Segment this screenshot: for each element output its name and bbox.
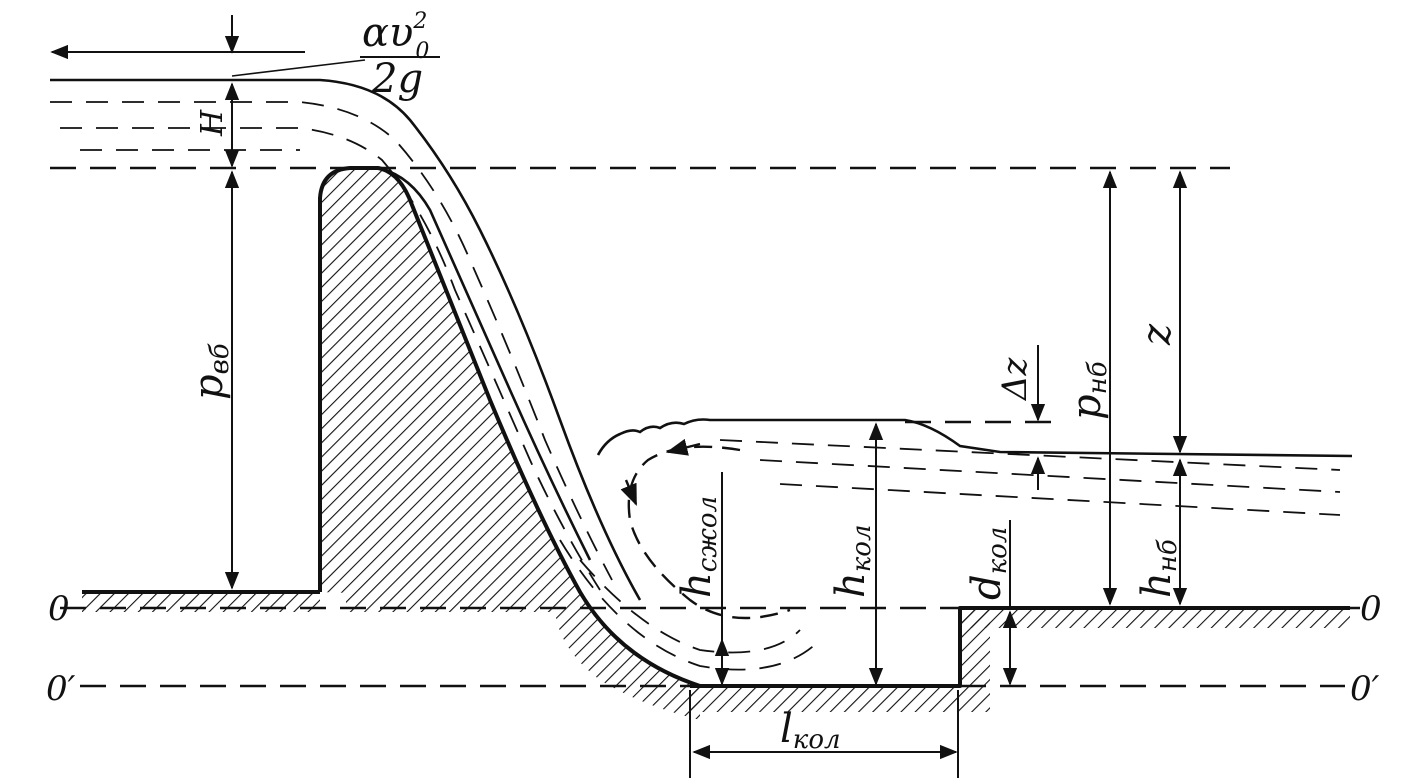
label-velocity-head-denominator: 2g [371, 56, 423, 102]
label-datum2-right: 0′ [1350, 669, 1380, 709]
upstream-water-surface [50, 78, 642, 601]
basin-floor-hatch [690, 686, 960, 712]
label-datum-right: 0 [1360, 589, 1382, 629]
label-l-well: lкол [780, 706, 841, 755]
roller-arrow [665, 438, 701, 456]
label-h-downstream: hнб [1134, 539, 1183, 598]
label-d-well: dкол [964, 527, 1013, 600]
roller-surface [596, 418, 1353, 458]
downstream-floor-hatch [960, 608, 1350, 628]
label-datum2-left: 0′ [46, 669, 76, 709]
roller-arrow-2 [620, 479, 638, 506]
reference-lines [50, 166, 1360, 688]
label-head-H: H [195, 109, 230, 137]
label-p-downstream: pнб [1064, 361, 1113, 420]
ground-hatching [82, 168, 1350, 720]
label-delta-z: Δz [995, 356, 1035, 402]
label-datum-left: 0 [48, 589, 70, 629]
velocity-head-leader [231, 59, 366, 77]
label-h-contracted: hсжол [674, 496, 723, 598]
dimensions [224, 15, 1188, 778]
label-z: z [1134, 323, 1180, 346]
water-surfaces [50, 78, 1353, 601]
label-h-well: hкол [828, 525, 877, 599]
label-p-upstream: pвб [186, 343, 235, 400]
nappe-lower-surface [377, 166, 592, 561]
weir-body-hatch [320, 168, 700, 720]
